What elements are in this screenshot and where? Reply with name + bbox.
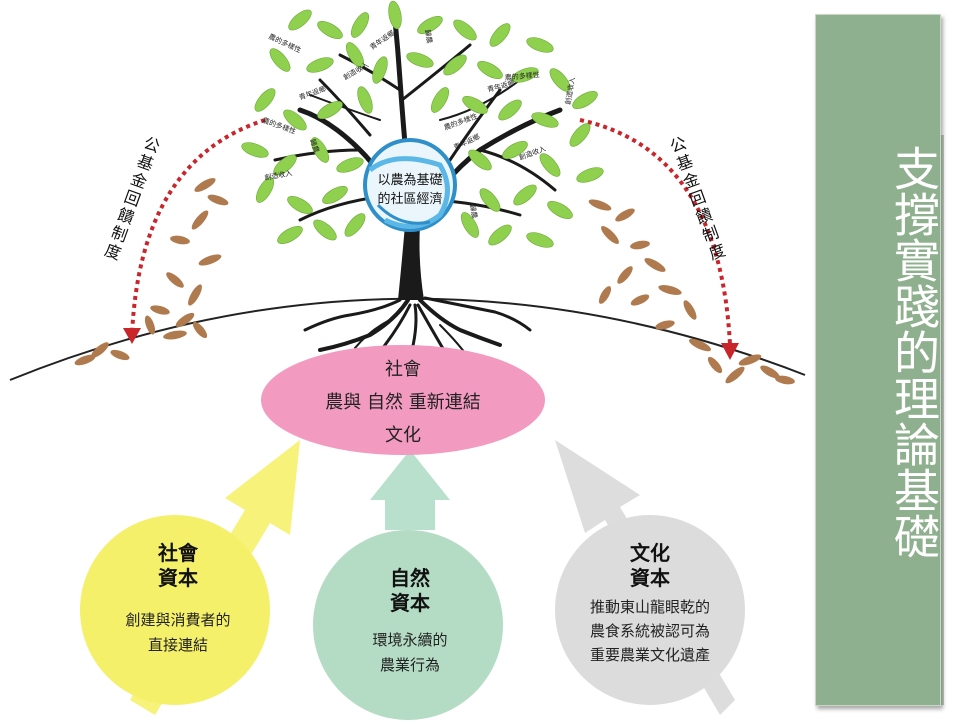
arc-label-glyph: 制 xyxy=(109,222,131,245)
slide-title: 支撐實踐的理論基礎 xyxy=(887,145,941,559)
cultural-capital-title-2: 資本 xyxy=(630,566,670,590)
right-arc-label-text: 公基金回饋制度 xyxy=(667,133,728,263)
social-capital-desc-2: 直接連結 xyxy=(148,636,208,654)
cultural-capital-circle xyxy=(555,515,745,705)
arrow-natural xyxy=(370,450,450,530)
arc-label-glyph: 回 xyxy=(687,187,709,210)
natural-capital-circle xyxy=(313,530,503,720)
left-arc-label-text: 公基金回饋制度 xyxy=(102,133,163,263)
natural-capital-title-1: 自然 xyxy=(390,566,430,590)
title-panel: 支撐實踐的理論基礎 xyxy=(815,14,941,706)
leaf-label: 歸農 xyxy=(468,204,479,219)
leaf-label: 青年返鄉 xyxy=(368,28,396,51)
falling-leaves-right xyxy=(588,199,795,385)
natural-capital-title-2: 資本 xyxy=(390,591,430,615)
center-ellipse-line3: 文化 xyxy=(385,425,421,446)
cultural-capital-desc-2: 農食系統被認可為 xyxy=(590,622,710,640)
arc-label-glyph: 回 xyxy=(122,187,144,210)
center-badge: 以農為基礎 的社區經濟 xyxy=(363,138,457,232)
social-capital-title-1: 社會 xyxy=(157,541,199,565)
arc-label-glyph: 公 xyxy=(141,133,163,156)
cultural-capital-desc-1: 推動東山龍眼乾的 xyxy=(590,598,710,616)
arc-label-glyph: 饋 xyxy=(115,205,137,228)
natural-capital-desc-1: 環境永續的 xyxy=(372,631,447,649)
arc-label-glyph: 度 xyxy=(706,240,728,263)
arc-label-glyph: 制 xyxy=(700,222,722,245)
natural-capital-desc-2: 農業行為 xyxy=(380,656,440,674)
tree-trunk xyxy=(398,225,424,300)
center-badge-line1: 以農為基礎 xyxy=(377,172,442,188)
leaf-label: 農的多樣性 xyxy=(504,70,540,82)
center-ellipse xyxy=(261,345,545,455)
social-capital-desc-1: 創建與消費者的 xyxy=(125,611,230,629)
social-capital-circle xyxy=(80,515,270,705)
left-arc-arrowhead xyxy=(123,328,141,344)
arc-label-glyph: 公 xyxy=(667,133,689,156)
left-dotted-arc xyxy=(130,118,266,336)
title-panel-edge xyxy=(940,135,944,705)
cultural-capital-title-1: 文化 xyxy=(630,541,670,565)
right-arc-arrowhead xyxy=(721,343,739,360)
arc-label-glyph: 金 xyxy=(128,169,150,192)
falling-leaves-left xyxy=(74,178,229,366)
leaf-label: 青年返鄉 xyxy=(486,78,515,94)
arc-label-glyph: 金 xyxy=(680,169,702,192)
cultural-capital-desc-3: 重要農業文化遺產 xyxy=(590,646,710,664)
arc-label-glyph: 度 xyxy=(102,240,124,263)
right-dotted-arc xyxy=(579,118,732,346)
leaf-label: 歸農 xyxy=(423,29,434,44)
arc-label-glyph: 饋 xyxy=(693,205,715,228)
center-ellipse-line1: 社會 xyxy=(385,359,421,380)
title-wrap: 支撐實踐的理論基礎 xyxy=(816,145,941,559)
arc-label-glyph: 基 xyxy=(674,151,696,174)
left-arc-label: 公基金回饋制度 xyxy=(102,133,163,263)
center-badge-line2: 的社區經濟 xyxy=(377,191,442,207)
social-capital-title-2: 資本 xyxy=(158,566,198,590)
center-ellipse-line2: 農與 自然 重新連結 xyxy=(325,392,480,413)
arc-label-glyph: 基 xyxy=(135,151,157,174)
tree-leaves xyxy=(241,0,604,248)
right-arc-label: 公基金回饋制度 xyxy=(667,133,728,263)
